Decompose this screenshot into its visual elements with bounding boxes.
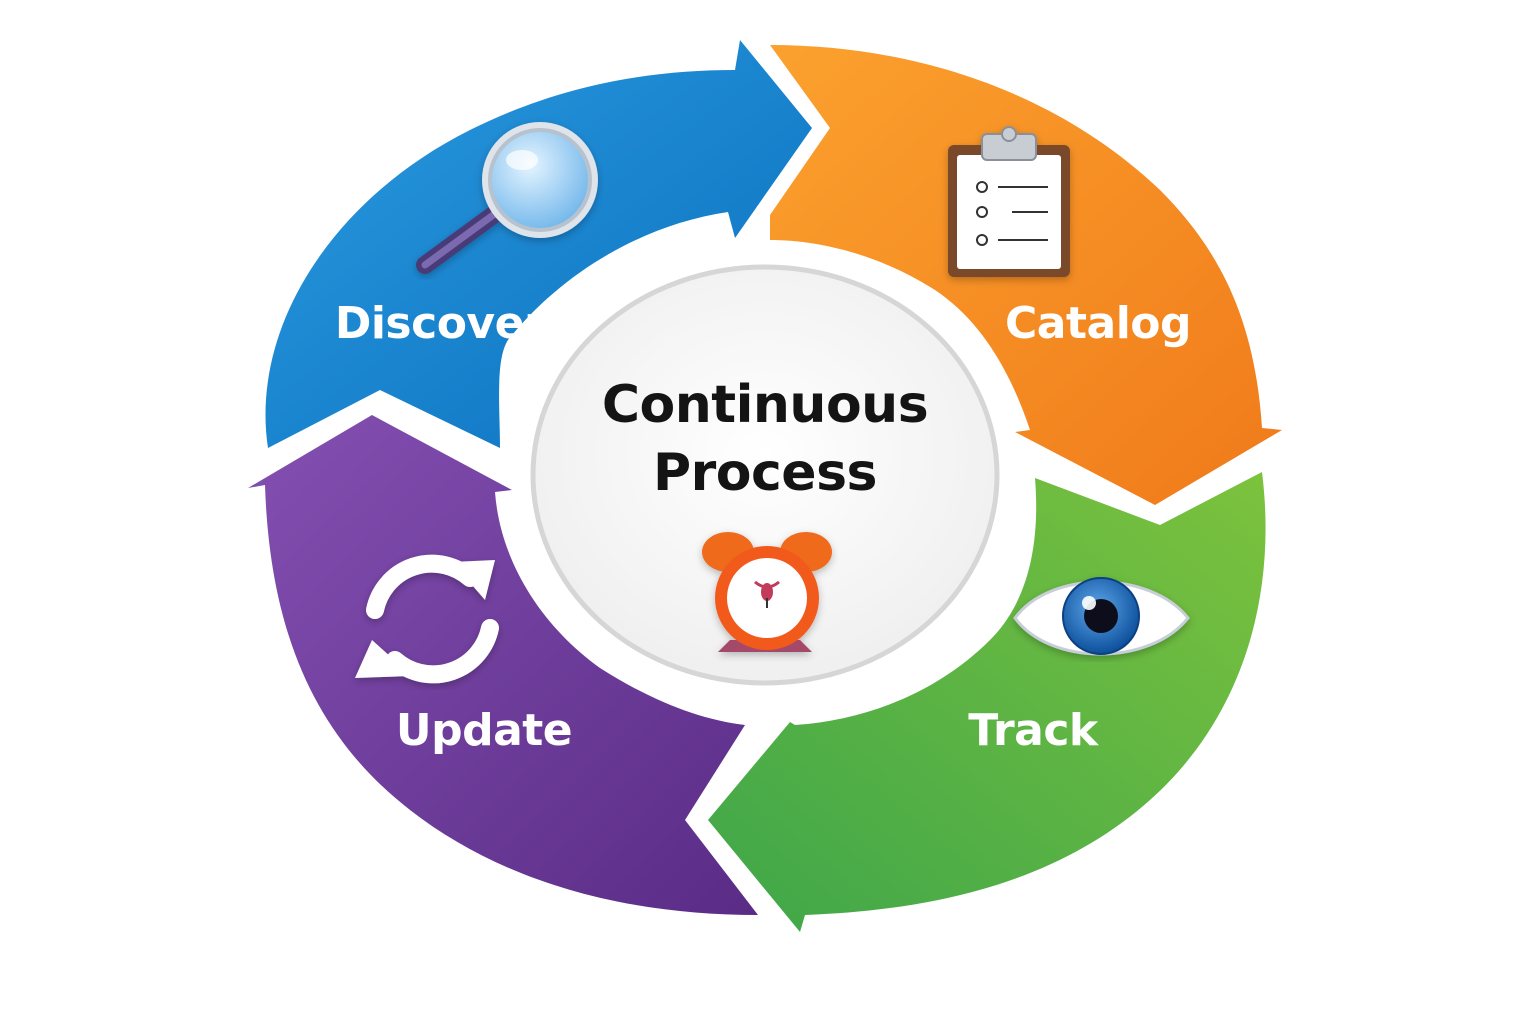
update-label: Update (396, 705, 572, 756)
catalog-label: Catalog (1005, 298, 1191, 349)
update-arrow-shape (248, 415, 758, 915)
discover-label: Discover (335, 298, 546, 349)
center-circle (530, 264, 1000, 686)
track-label: Track (968, 705, 1100, 756)
eye-icon (1013, 577, 1190, 656)
magnifying-glass-icon (416, 122, 598, 274)
discover-arrow-shape (265, 40, 812, 448)
segment-track: Track (708, 472, 1266, 932)
alarm-clock-icon (702, 532, 832, 652)
segment-catalog: Catalog (770, 45, 1282, 505)
center-title-line1: Continuous (602, 375, 928, 435)
refresh-arrows-icon (355, 554, 499, 684)
segment-update: Update (248, 415, 758, 915)
clipboard-checklist-icon (948, 126, 1070, 277)
segment-discover: Discover (265, 40, 812, 448)
center-title-line2: Process (653, 443, 877, 503)
